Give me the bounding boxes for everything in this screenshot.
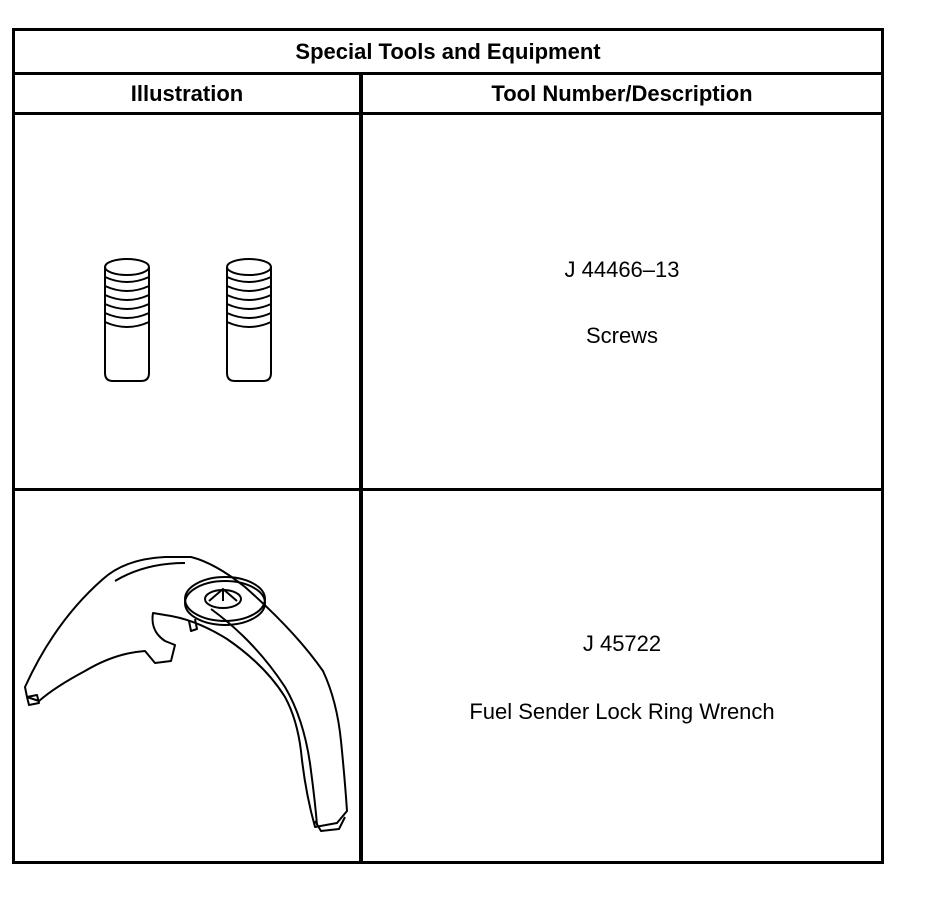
tool-description: Fuel Sender Lock Ring Wrench xyxy=(469,699,775,724)
illustration-cell xyxy=(15,115,359,488)
tool-number: J 44466–13 xyxy=(564,257,680,282)
screws-icon xyxy=(104,258,272,382)
table-header-row: Illustration Tool Number/Description xyxy=(15,75,881,115)
screw-left xyxy=(104,258,150,382)
tool-description: Screws xyxy=(585,323,659,348)
illustration-cell xyxy=(15,491,359,861)
header-tool-description: Tool Number/Description xyxy=(491,80,753,106)
table-title: Special Tools and Equipment xyxy=(15,31,881,75)
special-tools-table: Special Tools and Equipment Illustration… xyxy=(12,28,884,864)
screw-right xyxy=(226,258,272,382)
column-divider xyxy=(359,75,363,861)
description-cell: J 44466–13 Screws xyxy=(363,115,881,488)
description-cell: J 45722 Fuel Sender Lock Ring Wrench xyxy=(363,491,881,861)
lock-ring-wrench-icon xyxy=(24,556,348,832)
table-row: J 45722 Fuel Sender Lock Ring Wrench xyxy=(15,491,881,861)
tool-number: J 45722 xyxy=(582,631,662,656)
table-row: J 44466–13 Screws xyxy=(15,115,881,491)
header-illustration: Illustration xyxy=(130,80,244,106)
